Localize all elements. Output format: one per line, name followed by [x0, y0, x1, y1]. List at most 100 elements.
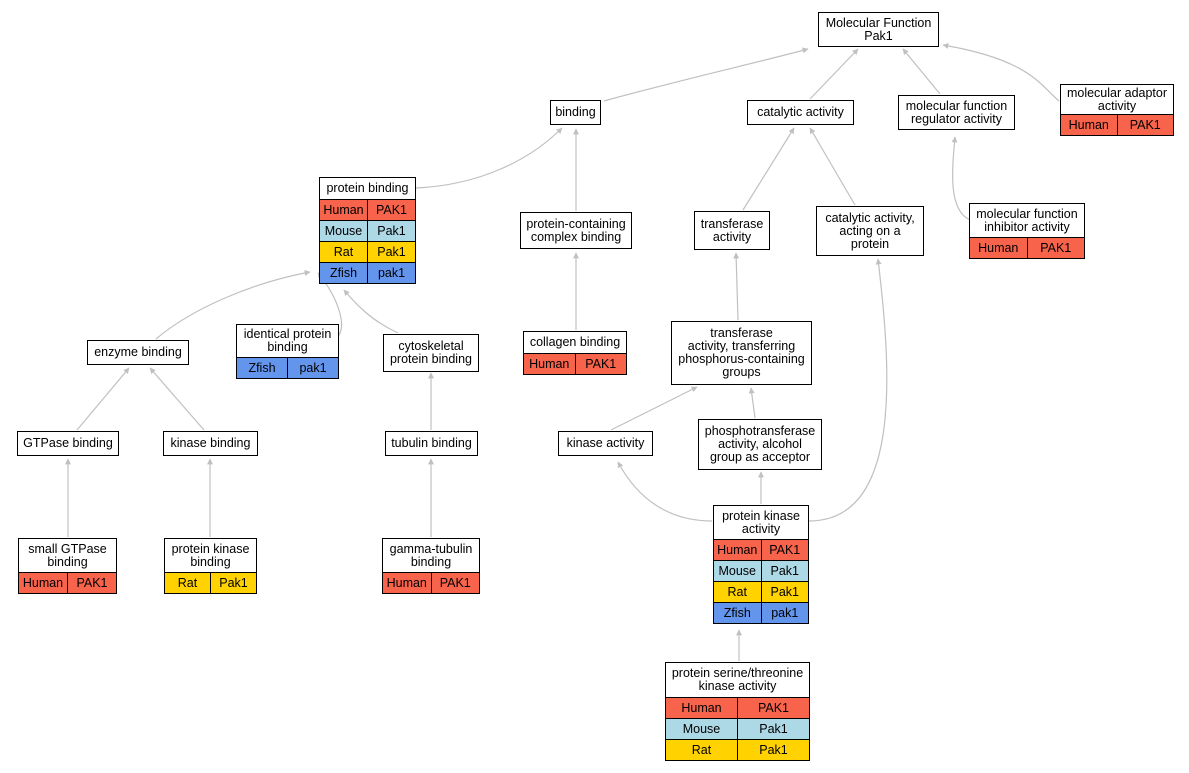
node-title-line: molecular function — [905, 98, 1008, 113]
node-kinase-activity[interactable]: kinase activity — [558, 431, 653, 456]
gene-symbol-cell: Pak1 — [210, 573, 256, 593]
node-title-line: protein binding — [326, 181, 409, 195]
species-cell: Mouse — [666, 719, 737, 739]
node-title-line: protein serine/threonine — [671, 666, 804, 680]
species-cell: Zfish — [237, 358, 287, 378]
species-cell: Human — [383, 573, 431, 593]
is-a-edge — [610, 386, 698, 431]
species-cell: Zfish — [714, 603, 761, 623]
species-cell: Mouse — [714, 561, 761, 581]
is-a-edge — [343, 289, 399, 334]
node-title-line: Molecular Function — [825, 15, 932, 30]
gene-symbol-cell: PAK1 — [1026, 238, 1084, 258]
node-title-line: GTPase binding — [23, 436, 113, 450]
node-gtpase-binding[interactable]: GTPase binding — [17, 431, 119, 456]
species-cell: Mouse — [320, 221, 367, 241]
node-title-line: activity — [712, 229, 752, 244]
node-title-line: transferase — [710, 326, 773, 340]
gene-symbol-cell: pak1 — [287, 358, 338, 378]
species-cell: Human — [524, 354, 575, 374]
node-title: kinase binding — [164, 432, 257, 455]
node-catalytic-activity[interactable]: catalytic activity — [747, 100, 854, 125]
gene-symbol-cell: Pak1 — [367, 221, 415, 241]
node-title-line: binding — [555, 105, 596, 119]
node-kinase-binding[interactable]: kinase binding — [163, 431, 258, 456]
is-a-edge — [748, 387, 756, 419]
node-title-line: cytoskeletal — [398, 339, 464, 353]
node-title-line: Pak1 — [864, 28, 893, 43]
node-title: protein binding — [320, 178, 415, 199]
node-enzyme-binding[interactable]: enzyme binding — [87, 340, 189, 365]
node-title-line: activity, transferring — [687, 339, 796, 353]
node-title-line: protein kinase — [171, 541, 250, 556]
species-cell: Human — [714, 540, 761, 560]
species-cell: Human — [320, 200, 367, 220]
is-a-edge — [951, 136, 971, 221]
node-title-line: regulator activity — [910, 111, 1002, 126]
node-title-line: complex binding — [530, 229, 622, 244]
species-cell: Zfish — [320, 263, 367, 283]
gene-symbol-cell: Pak1 — [760, 561, 808, 581]
node-title-line: gamma-tubulin — [389, 541, 473, 556]
is-a-edge — [742, 127, 795, 211]
is-a-edge — [942, 42, 1060, 102]
node-title-line: collagen binding — [529, 335, 621, 349]
node-tubulin-binding[interactable]: tubulin binding — [385, 431, 478, 456]
is-a-edge — [809, 127, 856, 206]
gene-symbol-cell: Pak1 — [737, 740, 809, 760]
node-title-line: binding — [410, 554, 452, 569]
node-title-line: kinase activity — [698, 679, 777, 693]
node-title: kinase activity — [559, 432, 652, 455]
node-binding[interactable]: binding — [550, 100, 601, 125]
species-cell: Human — [1061, 115, 1117, 135]
node-title: collagen binding — [524, 332, 626, 353]
node-title-line: group as acceptor — [709, 450, 811, 464]
gene-symbol-cell: PAK1 — [67, 573, 116, 593]
node-title-line: phosphotransferase — [704, 424, 816, 438]
gene-symbol-cell: PAK1 — [367, 200, 415, 220]
is-a-edge — [415, 127, 563, 189]
is-a-edge — [808, 258, 888, 522]
node-title-line: kinase binding — [170, 436, 251, 450]
